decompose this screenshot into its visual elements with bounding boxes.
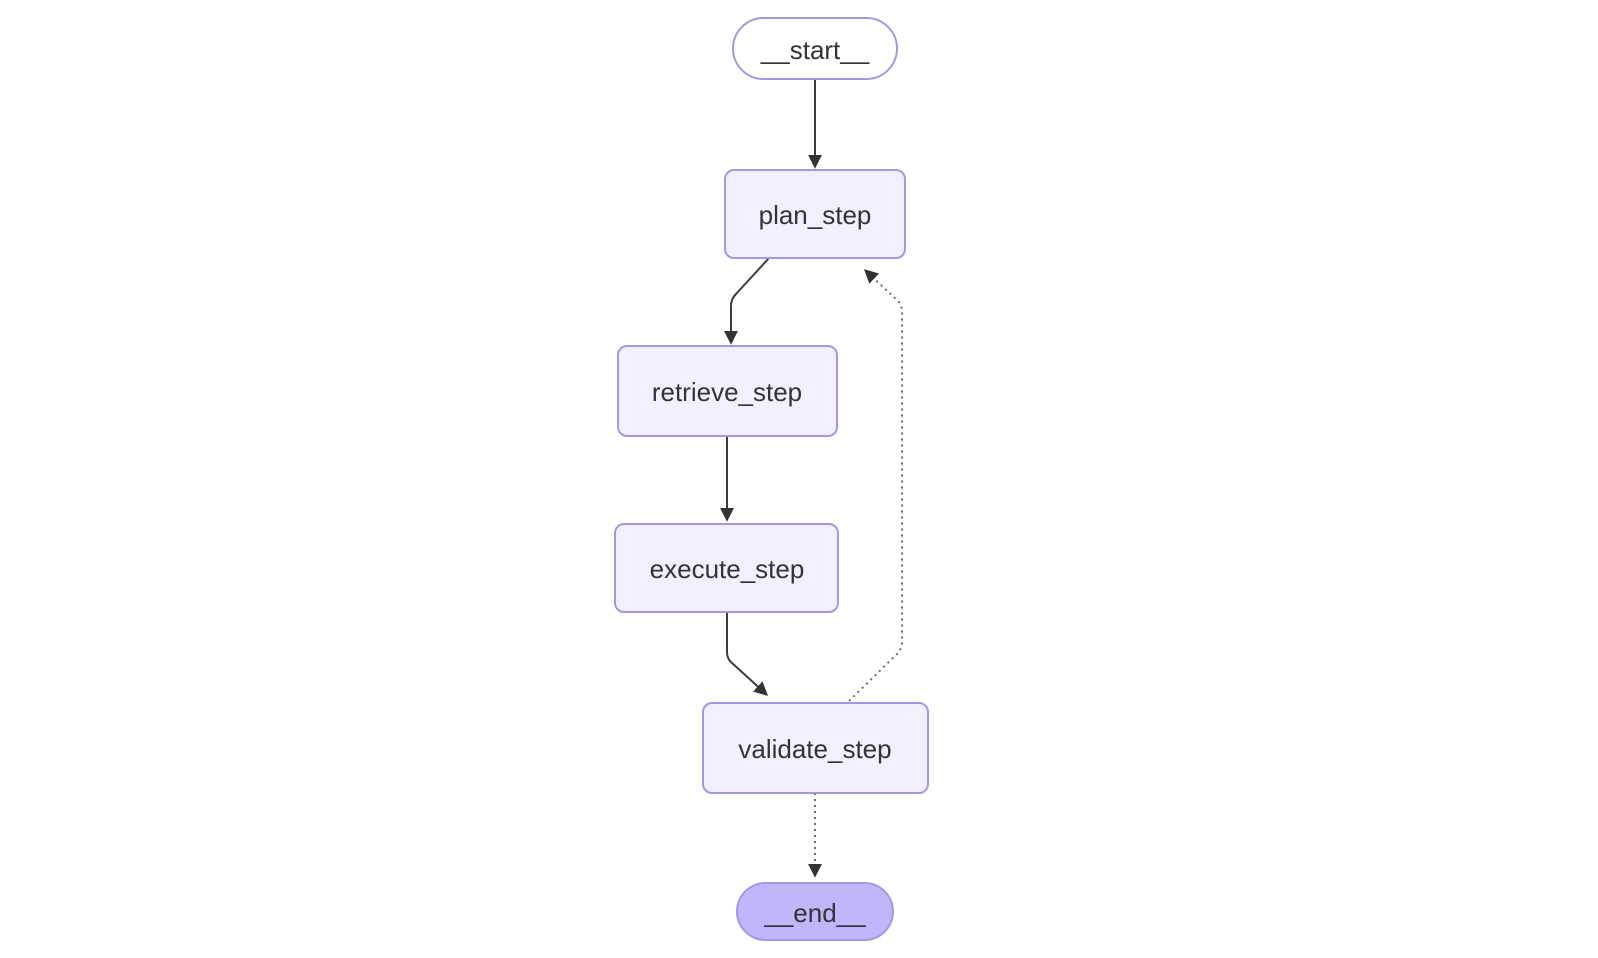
node-validate-step: validate_step [702, 702, 929, 794]
node-plan-step-label: plan_step [759, 200, 872, 230]
edge-plan-to-retrieve [724, 257, 770, 345]
node-end: __end__ [736, 882, 894, 941]
node-start: __start__ [732, 17, 898, 80]
node-validate-step-label: validate_step [738, 734, 891, 764]
node-retrieve-step-shape [617, 345, 838, 437]
edges-layer [720, 80, 903, 878]
node-plan-step: plan_step [724, 169, 906, 259]
nodes-layer: __start__ plan_step retrieve_step execut… [614, 17, 929, 941]
node-start-label: __start__ [760, 35, 870, 65]
node-execute-step-label: execute_step [650, 554, 805, 584]
node-validate-step-shape [702, 702, 929, 794]
node-retrieve-step-label: retrieve_step [652, 377, 802, 407]
node-execute-step-shape [614, 523, 839, 613]
edge-validate-to-plan [848, 269, 903, 702]
edge-execute-to-validate [726, 612, 769, 696]
node-plan-step-shape [724, 169, 906, 259]
node-retrieve-step: retrieve_step [617, 345, 838, 437]
node-end-shape [736, 882, 894, 941]
node-start-shape [732, 17, 898, 80]
node-end-label: __end__ [763, 898, 866, 928]
node-execute-step: execute_step [614, 523, 839, 613]
